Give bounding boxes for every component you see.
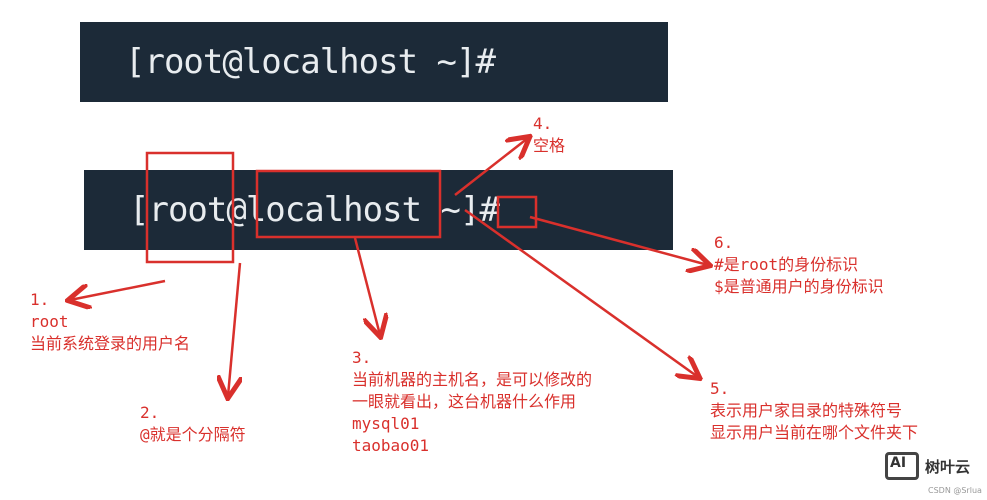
note-number: 3. [352, 348, 372, 367]
arrow-2 [228, 262, 240, 396]
note-number: 2. [140, 403, 160, 422]
note-number: 1. [30, 290, 50, 309]
note-line: taobao01 [352, 436, 430, 455]
arrow-4 [454, 138, 528, 196]
note-6: 6. #是root的身份标识 $是普通用户的身份标识 [714, 232, 884, 298]
arrow-1 [70, 279, 166, 300]
note-number: 5. [710, 379, 730, 398]
highlight-box-host [255, 169, 442, 239]
prompt-text: [root@localhost ~]# [129, 190, 500, 230]
note-line: 一眼就看出，这台机器什么作用 [352, 392, 577, 411]
note-line: 显示用户当前在哪个文件夹下 [710, 423, 919, 442]
watermark: AI 树叶云 [885, 452, 970, 480]
note-line: root [30, 312, 69, 331]
note-line: mysql01 [352, 414, 420, 433]
note-line: 表示用户家目录的特殊符号 [710, 401, 903, 420]
watermark-source: CSDN @Srlua [928, 486, 982, 495]
arrow-5 [464, 208, 698, 377]
note-line: @就是个分隔符 [140, 425, 246, 444]
note-4: 4. 空格 [533, 113, 565, 157]
highlight-box-user [145, 151, 235, 264]
note-number: 6. [714, 233, 734, 252]
note-line: $是普通用户的身份标识 [714, 277, 884, 296]
watermark-logo: AI [885, 452, 919, 480]
note-line: 当前机器的主机名，是可以修改的 [352, 370, 593, 389]
note-line: #是root的身份标识 [714, 255, 859, 274]
watermark-name: 树叶云 [925, 457, 971, 476]
highlight-box-hash [496, 195, 538, 229]
prompt-text: [root@localhost ~]# [125, 42, 496, 82]
note-number: 4. [533, 114, 553, 133]
arrow-6 [529, 215, 708, 265]
note-3: 3. 当前机器的主机名，是可以修改的一眼就看出，这台机器什么作用 mysql01 ta… [352, 347, 592, 457]
note-line: 空格 [533, 136, 566, 155]
note-2: 2. @就是个分隔符 [140, 402, 246, 446]
terminal-prompt-top: [root@localhost ~]# [80, 22, 668, 102]
note-line: 当前系统登录的用户名 [30, 334, 191, 353]
note-5: 5. 表示用户家目录的特殊符号显示用户当前在哪个文件夹下 [710, 378, 918, 444]
arrow-3 [353, 237, 380, 335]
note-1: 1. root 当前系统登录的用户名 [30, 289, 190, 355]
